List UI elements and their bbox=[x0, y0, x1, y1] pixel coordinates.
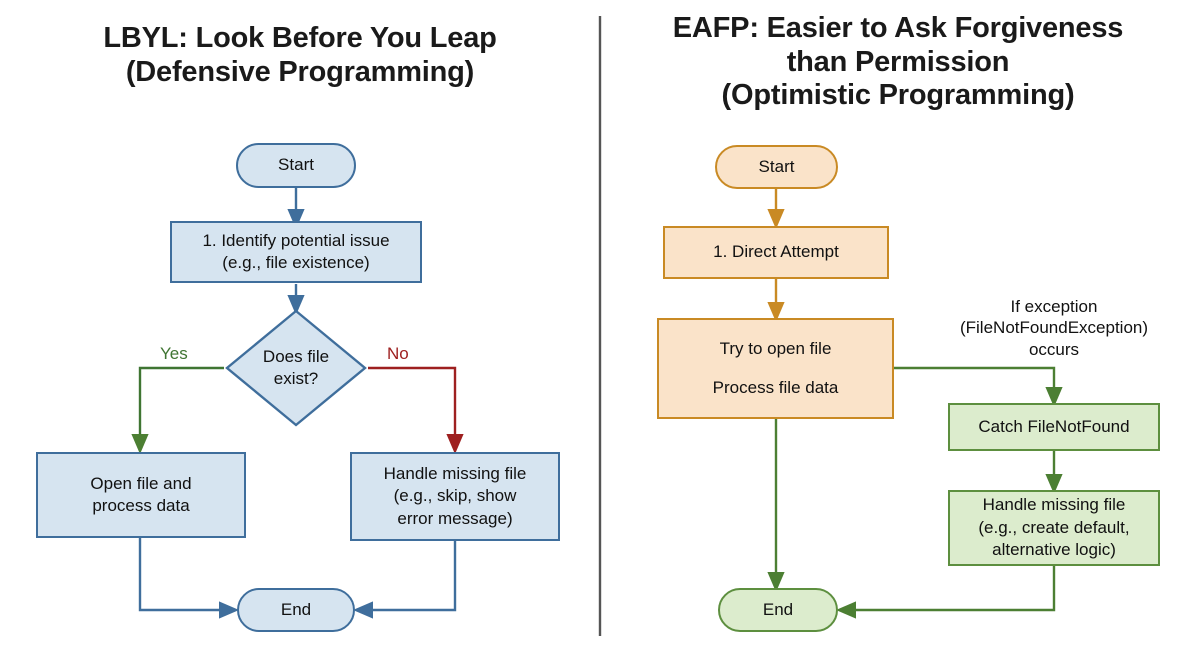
node-eafp-handle-line-3: alternative logic) bbox=[992, 540, 1116, 560]
node-lbyl-open-file-line-2: process data bbox=[92, 496, 190, 515]
node-eafp-end-label: End bbox=[762, 599, 794, 619]
left-title-line-2: (Defensive Programming) bbox=[125, 55, 475, 88]
node-lbyl-handle-missing[interactable]: Handle missing file (e.g., skip, show er… bbox=[350, 452, 560, 541]
edge-label-yes-text: Yes bbox=[160, 344, 188, 363]
node-lbyl-start[interactable]: Start bbox=[236, 143, 356, 188]
edge-label-exception: If exception (FileNotFoundException) occ… bbox=[908, 296, 1200, 360]
edge-try-to-catch bbox=[894, 366, 1063, 408]
node-lbyl-handle-missing-line-2: (e.g., skip, show bbox=[393, 486, 517, 506]
edge-label-yes: Yes bbox=[160, 343, 188, 364]
edge-decision-no bbox=[368, 366, 464, 455]
node-lbyl-end-label: End bbox=[280, 599, 312, 619]
edge-decision-yes bbox=[131, 366, 224, 455]
node-eafp-start[interactable]: Start bbox=[715, 145, 838, 189]
node-eafp-try-line-2: Process file data bbox=[712, 377, 839, 397]
node-eafp-handle-missing[interactable]: Handle missing file (e.g., create defaul… bbox=[948, 490, 1160, 566]
edge-handle-to-end bbox=[835, 566, 1056, 619]
node-lbyl-open-file[interactable]: Open file and process data bbox=[36, 452, 246, 538]
node-eafp-direct-attempt-label: 1. Direct Attempt bbox=[713, 242, 839, 262]
node-eafp-catch[interactable]: Catch FileNotFound bbox=[948, 403, 1160, 451]
node-eafp-try-line-1: Try to open file bbox=[719, 339, 832, 359]
node-lbyl-handle-missing-line-1: Handle missing file bbox=[383, 463, 527, 483]
left-diagram-title: LBYL: Look Before You Leap (Defensive Pr… bbox=[30, 22, 570, 89]
node-eafp-try-block[interactable]: Try to open file Process file data bbox=[657, 318, 894, 419]
node-eafp-handle-line-1: Handle missing file bbox=[982, 495, 1126, 515]
node-lbyl-decision[interactable]: Does file exist? bbox=[224, 308, 368, 428]
edge-handlemissing-to-end bbox=[352, 541, 457, 619]
node-lbyl-decision-text: Does file exist? bbox=[224, 308, 368, 428]
node-eafp-end[interactable]: End bbox=[718, 588, 838, 632]
node-eafp-start-label: Start bbox=[758, 156, 795, 176]
node-lbyl-decision-line-1: Does file bbox=[262, 346, 330, 366]
node-eafp-direct-attempt[interactable]: 1. Direct Attempt bbox=[663, 226, 889, 279]
edge-label-exception-line-2: (FileNotFoundException) bbox=[959, 318, 1149, 338]
decision-diamond-shape bbox=[225, 309, 367, 427]
node-lbyl-decision-line-2: exist? bbox=[273, 369, 319, 388]
right-diagram-title: EAFP: Easier to Ask Forgiveness than Per… bbox=[618, 12, 1178, 113]
node-lbyl-step1-line-1: 1. Identify potential issue bbox=[202, 230, 390, 250]
edge-label-exception-line-1: If exception bbox=[1010, 297, 1098, 316]
node-eafp-catch-label: Catch FileNotFound bbox=[978, 416, 1130, 436]
node-lbyl-handle-missing-line-3: error message) bbox=[397, 508, 513, 528]
node-lbyl-open-file-line-1: Open file and bbox=[90, 473, 192, 493]
node-lbyl-step1-line-2: (e.g., file existence) bbox=[222, 253, 370, 272]
edge-label-exception-line-3: occurs bbox=[1028, 339, 1080, 359]
node-lbyl-step1[interactable]: 1. Identify potential issue (e.g., file … bbox=[170, 221, 422, 283]
edge-label-no-text: No bbox=[387, 344, 409, 363]
right-title-line-3: (Optimistic Programming) bbox=[721, 79, 1075, 112]
node-lbyl-start-label: Start bbox=[278, 155, 314, 175]
right-title-line-2: than Permission bbox=[786, 45, 1010, 78]
node-eafp-handle-line-2: (e.g., create default, bbox=[978, 517, 1130, 537]
edge-label-no: No bbox=[387, 343, 409, 364]
node-lbyl-end[interactable]: End bbox=[237, 588, 355, 632]
right-title-line-1: EAFP: Easier to Ask Forgiveness bbox=[672, 12, 1124, 44]
left-title-line-1: LBYL: Look Before You Leap bbox=[103, 22, 497, 54]
edge-openfile-to-end bbox=[138, 538, 240, 619]
